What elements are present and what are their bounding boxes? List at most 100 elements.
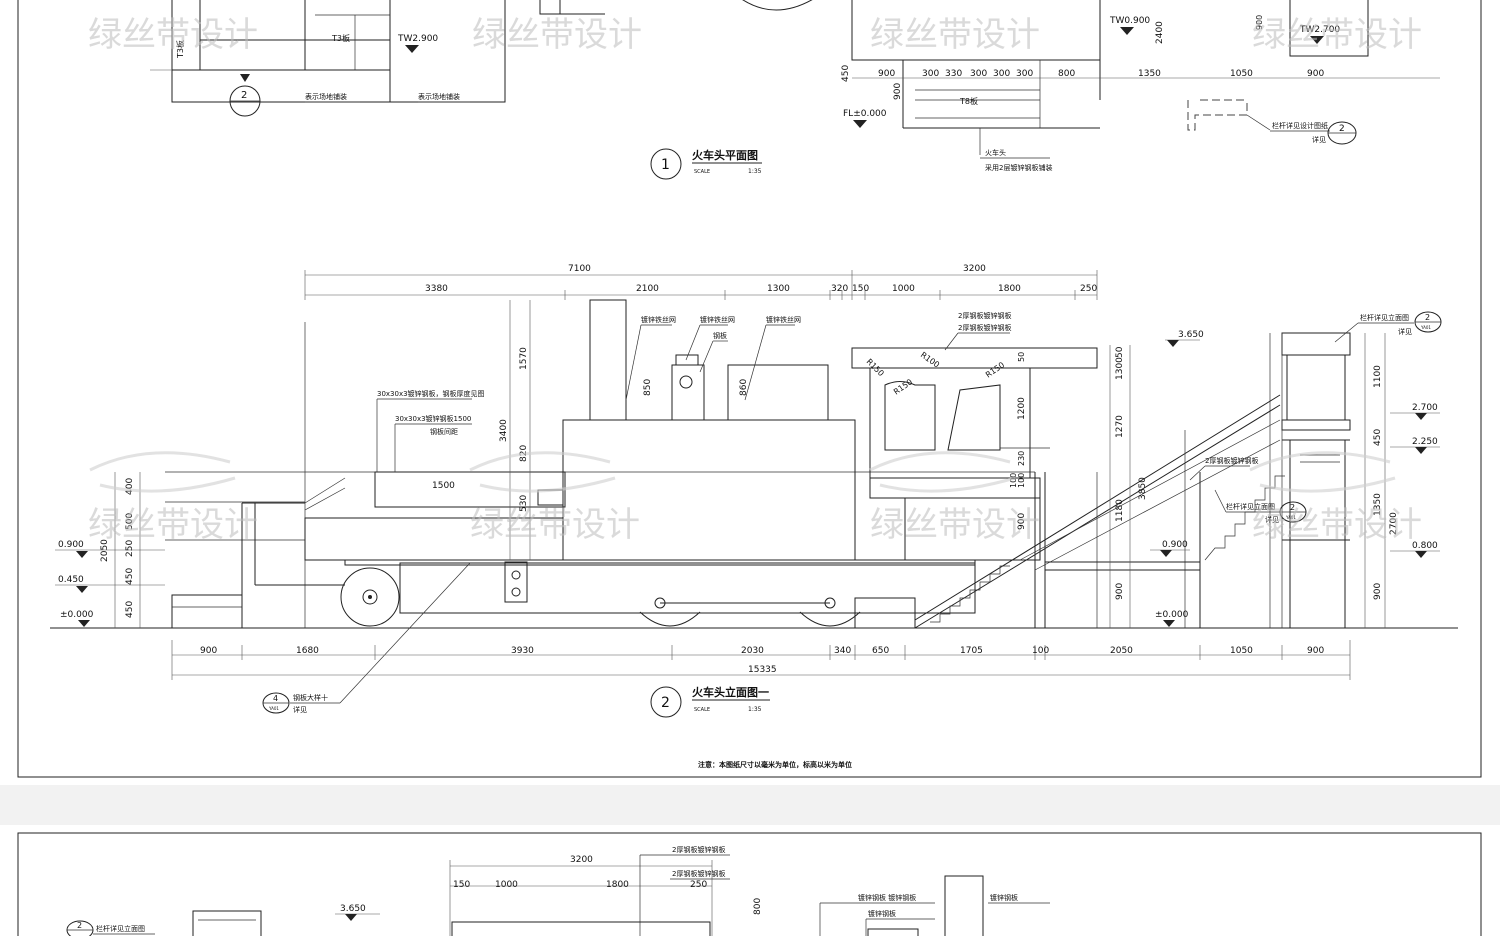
- svg-text:900: 900: [1017, 513, 1027, 530]
- plan-label-tw-left: TW2.900: [397, 34, 438, 44]
- svg-text:2厚钢板镀锌钢板: 2厚钢板镀锌钢板: [672, 869, 725, 878]
- svg-text:2: 2: [1425, 313, 1430, 322]
- svg-text:0.900: 0.900: [58, 540, 84, 550]
- svg-text:镀锌钢板: 镀锌钢板: [868, 909, 896, 918]
- front-wheel: [340, 567, 400, 627]
- elevation-levels: 0.900 0.450 ±0.000 3.650 2.700 2.250 0.8…: [55, 330, 1440, 627]
- svg-text:镀锌钢板: 镀锌钢板: [990, 893, 1018, 902]
- elevation-vertical-dims: 1570 3400 820 530 850 860 1300 50 1270 1…: [499, 300, 1399, 628]
- svg-text:2: 2: [1339, 124, 1345, 134]
- svg-text:1050: 1050: [1230, 646, 1253, 656]
- elevation-title: 2 火车头立面图一 SCALE 1:35: [650, 685, 770, 718]
- svg-text:镀锌钢板 镀锌钢板: 镀锌钢板 镀锌钢板: [858, 893, 916, 902]
- elevation-bottom-dims: 900 1680 3930 2030 340 650 1705 100 2050…: [171, 640, 1351, 680]
- svg-text:绿丝带设计: 绿丝带设计: [1252, 505, 1422, 545]
- svg-text:2050: 2050: [1110, 646, 1133, 656]
- right-tower: [1269, 332, 1351, 628]
- svg-text:2.250: 2.250: [1412, 437, 1438, 447]
- svg-text:2700: 2700: [1389, 512, 1399, 535]
- svg-text:340: 340: [834, 646, 851, 656]
- svg-text:3.650: 3.650: [340, 904, 366, 914]
- svg-text:镀锌铁丝网: 镀锌铁丝网: [641, 315, 676, 324]
- svg-text:900: 900: [893, 83, 903, 100]
- watermarks: 绿丝带设计 绿丝带设计 绿丝带设计 绿丝带设计 绿丝带设计 绿丝带设计 绿丝带设…: [88, 15, 1422, 545]
- svg-text:1000: 1000: [892, 284, 915, 294]
- svg-text:YA01: YA01: [268, 706, 279, 711]
- svg-text:150: 150: [453, 880, 470, 890]
- svg-text:火车头平面图: 火车头平面图: [692, 148, 758, 162]
- svg-text:1180: 1180: [1115, 499, 1125, 522]
- svg-text:钢板: 钢板: [713, 331, 727, 340]
- svg-text:50: 50: [1017, 352, 1026, 362]
- svg-text:2厚钢板镀锌钢板: 2厚钢板镀锌钢板: [958, 311, 1011, 320]
- svg-text:镀锌铁丝网: 镀锌铁丝网: [766, 315, 801, 324]
- svg-text:300: 300: [970, 69, 987, 79]
- svg-text:4: 4: [273, 694, 278, 703]
- svg-text:1500: 1500: [432, 481, 455, 491]
- svg-text:300: 300: [922, 69, 939, 79]
- plan-dims: 900 300 330 300 300 300 800 1350 1050 90…: [841, 21, 1440, 100]
- svg-text:300: 300: [993, 69, 1010, 79]
- plan-label-t3: T3板: [331, 33, 350, 43]
- svg-text:1:35: 1:35: [748, 168, 762, 175]
- svg-text:YA01: YA01: [1420, 325, 1431, 330]
- svg-text:1300: 1300: [1115, 357, 1125, 380]
- svg-text:7100: 7100: [568, 264, 591, 274]
- svg-text:50: 50: [1115, 346, 1125, 358]
- svg-text:250: 250: [125, 540, 135, 557]
- svg-text:450: 450: [125, 568, 135, 585]
- svg-text:900: 900: [200, 646, 217, 656]
- svg-text:详见: 详见: [1265, 515, 1279, 524]
- svg-text:3200: 3200: [570, 855, 593, 865]
- svg-text:2100: 2100: [636, 284, 659, 294]
- plan-note-mid-a: 火车头: [985, 148, 1006, 157]
- right-stair: [914, 394, 1285, 629]
- svg-text:栏杆详见立面图: 栏杆详见立面图: [1360, 313, 1409, 322]
- svg-text:2: 2: [661, 695, 670, 711]
- svg-text:1800: 1800: [998, 284, 1021, 294]
- svg-text:900: 900: [1307, 69, 1324, 79]
- elevation-top-dims: 7100 3200 3380 2100 1300 320 150 1000 18…: [304, 264, 1097, 300]
- rear-wheels: [639, 597, 861, 627]
- svg-text:±0.000: ±0.000: [1155, 610, 1189, 620]
- svg-text:900: 900: [878, 69, 895, 79]
- svg-text:300: 300: [1016, 69, 1033, 79]
- plan-label-tw-mid: TW0.900: [1109, 16, 1150, 26]
- svg-text:1350: 1350: [1138, 69, 1161, 79]
- svg-text:3380: 3380: [425, 284, 448, 294]
- svg-text:250: 250: [690, 880, 707, 890]
- svg-text:450: 450: [841, 65, 851, 82]
- svg-text:800: 800: [753, 898, 763, 915]
- sheet-frame-top: [17, 0, 1482, 778]
- svg-text:800: 800: [1058, 69, 1075, 79]
- plan-label-t8: T8板: [959, 96, 978, 106]
- svg-text:3200: 3200: [963, 264, 986, 274]
- sheet-frame-bottom: [17, 832, 1482, 936]
- second-sheet-fragment: 3200 150 1000 1800 250 800 3.650 2厚钢板镀锌钢…: [66, 845, 1050, 936]
- chimney: [589, 299, 627, 421]
- svg-text:绿丝带设计: 绿丝带设计: [472, 15, 642, 55]
- plan-label-tw-right: TW2.700: [1299, 25, 1340, 35]
- detail-bubbles: 2 YA01 2 YA01 4 YA01: [262, 311, 1442, 714]
- svg-text:900: 900: [1255, 15, 1264, 30]
- svg-text:320: 320: [831, 284, 848, 294]
- svg-text:500: 500: [125, 513, 135, 530]
- svg-text:150: 150: [852, 284, 869, 294]
- plan-note-mid-b: 采用2层镀锌钢板铺装: [985, 163, 1052, 172]
- svg-text:1:35: 1:35: [748, 706, 762, 713]
- svg-text:SCALE: SCALE: [694, 707, 710, 713]
- svg-text:1705: 1705: [960, 646, 983, 656]
- plan-label-t3-vertical: T3板: [175, 40, 185, 59]
- sheet-footnote: 注意：本图纸尺寸以毫米为单位，标高以米为单位: [698, 760, 852, 769]
- svg-text:860: 860: [739, 379, 749, 396]
- svg-text:镀锌铁丝网: 镀锌铁丝网: [700, 315, 735, 324]
- svg-text:1350: 1350: [1373, 493, 1383, 516]
- svg-text:900: 900: [1115, 583, 1125, 600]
- sheet-gap: [0, 785, 1500, 825]
- svg-text:3.650: 3.650: [1178, 330, 1204, 340]
- svg-text:2厚钢板镀锌钢板: 2厚钢板镀锌钢板: [672, 845, 725, 854]
- svg-text:2050: 2050: [100, 539, 110, 562]
- svg-text:2: 2: [241, 90, 247, 101]
- svg-text:SCALE: SCALE: [694, 169, 710, 175]
- svg-text:250: 250: [1080, 284, 1097, 294]
